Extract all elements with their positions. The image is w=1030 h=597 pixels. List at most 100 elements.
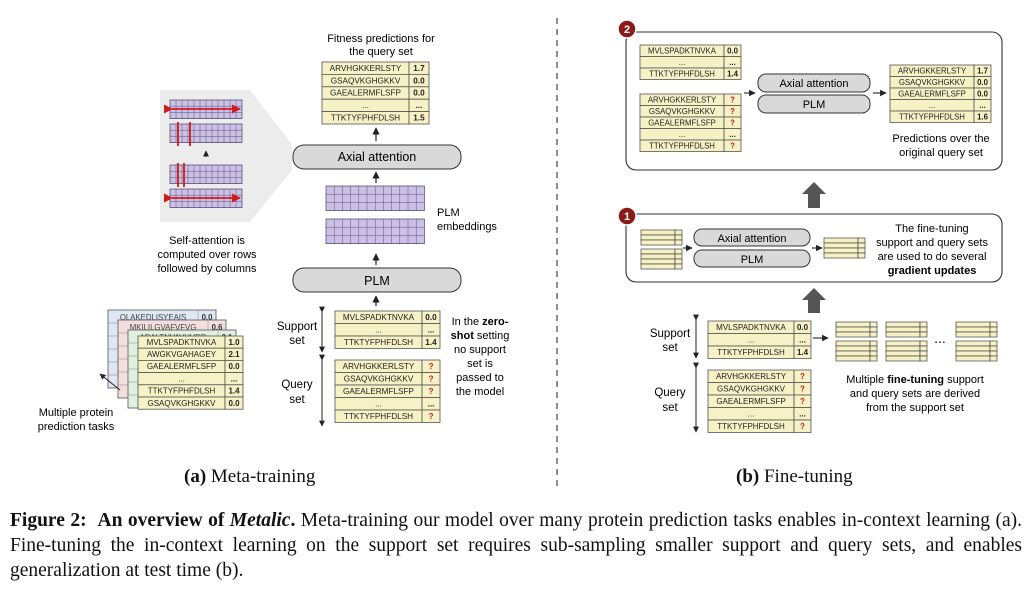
plm-embeddings-label-line1: PLM: [437, 207, 460, 219]
unknown-value: ?: [730, 141, 735, 150]
mini-value-cell: [674, 258, 683, 265]
sequence-text: MVLSPADKTNVKA: [716, 323, 786, 332]
derived-ellipsis: ...: [934, 330, 946, 346]
step1-mini-tables: [640, 229, 866, 270]
mini-value-cell: [674, 253, 683, 260]
query-set-label-line1: Query: [281, 379, 313, 391]
unknown-value: ?: [800, 397, 805, 406]
sequence-text: ...: [748, 410, 755, 419]
mini-value-cell: [989, 350, 998, 357]
fitness-value: 1.5: [413, 114, 425, 123]
mini-value-cell: [869, 340, 878, 347]
step2-query-table: ARVHGKKERLSTY?GSAQVKGHGKKV?GAEALERMFLSFP…: [639, 93, 742, 152]
mini-seq-cell: [835, 340, 871, 347]
fitness-value: 1.7: [413, 64, 425, 73]
subcaption-b: (b) Fine-tuning: [736, 466, 853, 487]
caption-body: Meta-training our model over many protei…: [10, 510, 1022, 581]
sequence-text: GAEALERMFLSFP: [648, 118, 716, 127]
sequence-text: TTKTYFPHFDLSH: [344, 338, 413, 347]
multiple-tasks-label-line1: Multiple protein: [39, 407, 114, 419]
fitness-value: 2.1: [228, 350, 240, 359]
sequence-text: TTKTYFPHFDLSH: [717, 422, 785, 431]
fitness-value: ...: [799, 336, 806, 345]
meta-training-panel: Fitness predictions for the query set AR…: [38, 33, 510, 433]
plm-box: [292, 267, 462, 293]
fitness-value: 0.0: [425, 313, 437, 322]
multi-ft-line1: Multiple fine-tuning support: [846, 374, 984, 386]
sequence-text: ...: [929, 101, 936, 110]
mini-seq-cell: [885, 345, 921, 352]
task-tables-stack: QLAKEDLISYEAIS0.0MKILILGVAFVFVG0.6ADALTN…: [107, 309, 244, 410]
fitness-value: ...: [729, 58, 736, 67]
ft-query-label-line1: Query: [654, 387, 686, 399]
self-attention-caption-line3: followed by columns: [157, 263, 257, 275]
sequence-text: GSAQVKGHGKKV: [649, 107, 716, 116]
sequence-text: AWGKVGAHAGEY: [147, 350, 217, 359]
sequence-text: ...: [679, 58, 686, 67]
sequence-text: MVLSPADKTNVKA: [147, 338, 217, 347]
mini-seq-cell: [955, 345, 991, 352]
mini-seq-cell: [955, 331, 991, 338]
fitness-label-line2: the query set: [349, 46, 413, 58]
ft-support-label-line2: set: [662, 342, 678, 354]
mini-seq-cell: [640, 258, 676, 265]
zero-shot-note-line3: no support: [454, 344, 506, 356]
mini-seq-cell: [955, 350, 991, 357]
mini-seq-cell: [823, 252, 859, 259]
mini-seq-cell: [640, 253, 676, 260]
sequence-text: TTKTYFPHFDLSH: [899, 112, 965, 121]
step1-number: 1: [624, 211, 630, 223]
mini-value-cell: [674, 234, 683, 241]
value-cell: [723, 67, 742, 80]
mini-seq-cell: [835, 321, 871, 328]
fitness-value: 1.4: [425, 338, 437, 347]
mini-seq-cell: [955, 326, 991, 333]
caption-label: Figure 2:: [10, 510, 87, 531]
sequence-text: ...: [178, 374, 185, 383]
overview-diagram: Fitness predictions for the query set AR…: [38, 18, 1003, 490]
unknown-value: ?: [428, 362, 433, 371]
sequence-text: GAEALERMFLSFP: [147, 362, 216, 371]
mini-value-cell: [989, 326, 998, 333]
mini-seq-cell: [835, 355, 871, 362]
value-cell: [224, 396, 244, 410]
support-set-label-line2: set: [289, 335, 305, 347]
mini-seq-cell: [835, 350, 871, 357]
fitness-value: 1.6: [977, 112, 989, 121]
mini-value-cell: [919, 340, 928, 347]
multi-ft-line3: from the support set: [866, 402, 964, 414]
fitness-value: 1.7: [977, 66, 988, 75]
sequence-text: TTKTYFPHFDLSH: [717, 348, 785, 357]
zero-shot-note-line1: In the zero-: [452, 316, 509, 328]
sequence-text: GSAQVKGHGKKV: [717, 385, 786, 394]
sequence-text: ...: [679, 130, 686, 139]
unknown-value: ?: [800, 372, 805, 381]
sequence-text: TTKTYFPHFDLSH: [331, 114, 400, 123]
multiple-tasks-label-line2: prediction tasks: [38, 421, 115, 433]
mini-value-cell: [919, 345, 928, 352]
sequence-text: ARVHGKKERLSTY: [343, 362, 415, 371]
fitness-value: ...: [799, 410, 806, 419]
mini-value-cell: [919, 321, 928, 328]
step1-text-line2: support and query sets: [876, 237, 988, 249]
value-cell: [973, 110, 992, 123]
unknown-value: ?: [428, 387, 433, 396]
background-task-value: 0.6: [212, 323, 224, 332]
self-attention-caption-line1: Self-attention is: [169, 235, 245, 247]
unknown-value: ?: [428, 375, 433, 384]
self-attention-caption-line2: computed over rows: [157, 249, 257, 261]
axial-attention-box: [292, 144, 462, 170]
sequence-text: TTKTYFPHFDLSH: [344, 412, 413, 421]
sequence-text: MVLSPADKTNVKA: [648, 46, 717, 55]
mini-value-cell: [869, 355, 878, 362]
step1-axial-box: [693, 228, 811, 247]
step1-text-line3: are used to do several: [878, 251, 987, 263]
sequence-text: ARVHGKKERLSTY: [330, 64, 402, 73]
mini-value-cell: [919, 355, 928, 362]
step2-number: 2: [624, 24, 630, 36]
ft-query-table: ARVHGKKERLSTY?GSAQVKGHGKKV?GAEALERMFLSFP…: [707, 369, 812, 433]
self-attention-illustration: [163, 99, 243, 209]
